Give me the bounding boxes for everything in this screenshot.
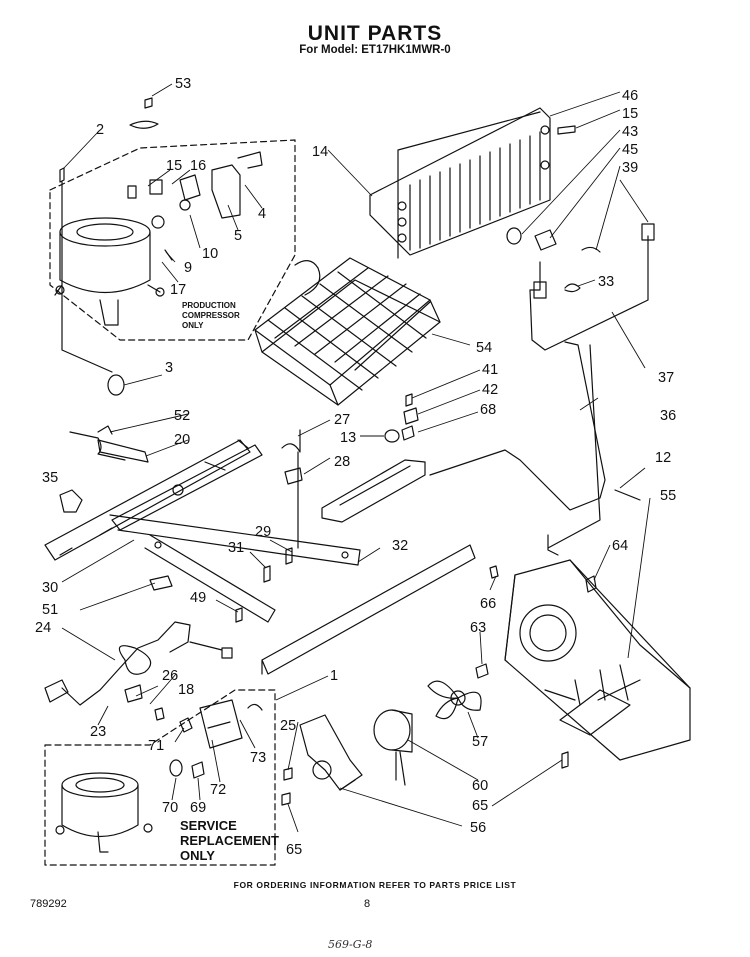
base-frame bbox=[44, 439, 361, 623]
page-title: UNIT PARTS bbox=[307, 22, 443, 45]
callout: 41 bbox=[482, 362, 498, 378]
callout: 63 bbox=[470, 620, 486, 636]
callout: 54 bbox=[476, 340, 492, 356]
production-compressor-label: PRODUCTION COMPRESSOR ONLY bbox=[182, 301, 240, 330]
svg-text:COMPRESSOR: COMPRESSOR bbox=[182, 311, 240, 320]
callout: 46 bbox=[622, 88, 638, 104]
ordering-note: FOR ORDERING INFORMATION REFER TO PARTS … bbox=[233, 880, 517, 890]
document-number: 789292 bbox=[30, 898, 67, 910]
callout: 39 bbox=[622, 160, 638, 176]
callout: 37 bbox=[658, 370, 674, 386]
callout: 64 bbox=[612, 538, 628, 554]
svg-text:REPLACEMENT: REPLACEMENT bbox=[180, 833, 279, 848]
callout: 27 bbox=[334, 412, 350, 428]
callout: 68 bbox=[480, 402, 496, 418]
machine-compartment bbox=[504, 559, 691, 761]
callout: 4 bbox=[258, 206, 266, 222]
service-compressor bbox=[55, 772, 153, 853]
callout: 70 bbox=[162, 800, 178, 816]
callout: 15 bbox=[622, 106, 638, 122]
callout: 12 bbox=[655, 450, 671, 466]
callout: 1 bbox=[330, 668, 338, 684]
callout: 69 bbox=[190, 800, 206, 816]
callout: 33 bbox=[598, 274, 614, 290]
callout: 56 bbox=[470, 820, 486, 836]
production-compressor-box bbox=[49, 139, 296, 341]
model-subtitle: For Model: ET17HK1MWR-0 bbox=[299, 44, 451, 56]
callout: 36 bbox=[660, 408, 676, 424]
callout: 73 bbox=[250, 750, 266, 766]
page-number: 8 bbox=[364, 898, 371, 910]
callout: 26 bbox=[162, 668, 178, 684]
callout: 42 bbox=[482, 382, 498, 398]
fan-motor bbox=[373, 709, 413, 786]
callout: 65 bbox=[286, 842, 302, 858]
callout: 66 bbox=[480, 596, 496, 612]
callout: 18 bbox=[178, 682, 194, 698]
callout: 32 bbox=[392, 538, 408, 554]
callout: 31 bbox=[228, 540, 244, 556]
service-replacement-label: SERVICE REPLACEMENT ONLY bbox=[180, 818, 279, 863]
fan-bracket bbox=[299, 714, 363, 791]
callout-labels: 53 2 15 16 4 5 10 9 17 14 46 15 43 45 39… bbox=[35, 76, 676, 858]
callout: 52 bbox=[174, 408, 190, 424]
callout: 14 bbox=[312, 144, 328, 160]
callout: 45 bbox=[622, 142, 638, 158]
callout: 17 bbox=[170, 282, 186, 298]
callout: 43 bbox=[622, 124, 638, 140]
service-replacement-box bbox=[44, 689, 276, 866]
svg-text:ONLY: ONLY bbox=[182, 321, 204, 330]
handwritten-note: 569-G-8 bbox=[328, 938, 373, 951]
evaporator bbox=[254, 257, 441, 406]
callout: 72 bbox=[210, 782, 226, 798]
callout: 30 bbox=[42, 580, 58, 596]
callout: 13 bbox=[340, 430, 356, 446]
condenser bbox=[369, 107, 551, 259]
callout: 35 bbox=[42, 470, 58, 486]
callout: 29 bbox=[255, 524, 271, 540]
callout: 16 bbox=[190, 158, 206, 174]
callout: 57 bbox=[472, 734, 488, 750]
callout: 65 bbox=[472, 798, 488, 814]
power-cord bbox=[44, 621, 233, 706]
callout: 3 bbox=[165, 360, 173, 376]
callout: 5 bbox=[234, 228, 242, 244]
svg-text:ONLY: ONLY bbox=[180, 848, 215, 863]
callout: 24 bbox=[35, 620, 51, 636]
callout: 2 bbox=[96, 122, 104, 138]
callout: 49 bbox=[190, 590, 206, 606]
fan-blade bbox=[427, 680, 482, 720]
callout: 23 bbox=[90, 724, 106, 740]
svg-text:PRODUCTION: PRODUCTION bbox=[182, 301, 236, 310]
svg-text:SERVICE: SERVICE bbox=[180, 818, 237, 833]
callout: 15 bbox=[166, 158, 182, 174]
callout: 60 bbox=[472, 778, 488, 794]
callout: 25 bbox=[280, 718, 296, 734]
callout: 10 bbox=[202, 246, 218, 262]
callout: 51 bbox=[42, 602, 58, 618]
callout: 55 bbox=[660, 488, 676, 504]
callout: 20 bbox=[174, 432, 190, 448]
callout: 28 bbox=[334, 454, 350, 470]
callout: 9 bbox=[184, 260, 192, 276]
callout: 53 bbox=[175, 76, 191, 92]
production-compressor bbox=[54, 217, 165, 326]
callout: 71 bbox=[148, 738, 164, 754]
